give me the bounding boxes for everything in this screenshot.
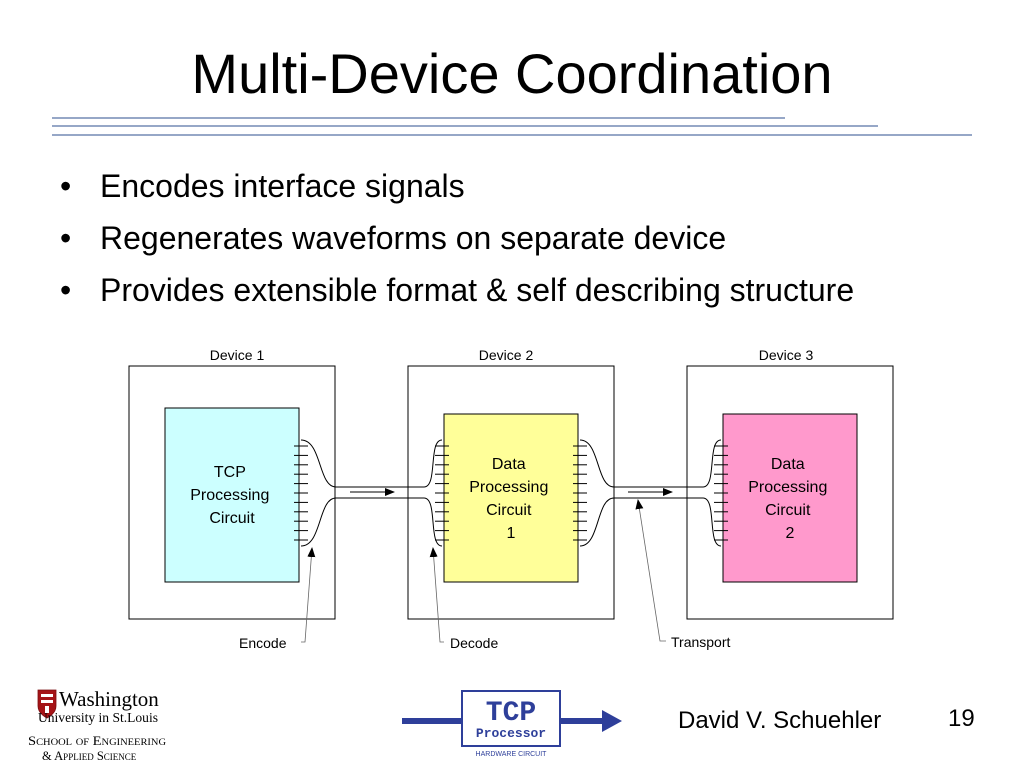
circuit-1-text: TCP Processing Circuit [190,464,274,527]
circuit-2-line: 1 [507,525,516,542]
encode-label: Encode [239,635,287,651]
page-number: 19 [948,705,975,732]
tcp-processor-logo: TCP Processor HARDWARE CIRCUIT [402,690,622,758]
crest-icon [37,689,57,719]
decode-leader [429,547,444,643]
circuit-2-line: Data [492,456,526,473]
university-logo: Washington University in St.Louis School… [28,687,167,763]
circuit-1-line: Processing [190,487,269,504]
circuit-3-line: Processing [748,479,827,496]
circuit-2-text: Data Processing Circuit 1 [469,456,553,542]
device-3-label: Device 3 [759,347,814,363]
logo-tcp-text: TCP [486,698,536,729]
logo-school: School of Engineering [28,734,167,748]
logo-university: University in St.Louis [38,710,158,725]
logo-box [461,690,561,747]
circuit-2-line: Circuit [486,502,532,519]
circuit-1-line: TCP [214,464,246,481]
bullet-list: • Encodes interface signals • Regenerates … [60,160,854,316]
bullet-item: • Provides extensible format & self descr… [60,264,854,316]
circuit-3-line: Circuit [765,502,811,519]
logo-washington: Washington [59,687,159,711]
bullet-item: • Encodes interface signals [60,160,854,212]
title-divider [52,117,972,136]
bullet-text: Regenerates waveforms on separate device [100,220,727,256]
logo-applied: & Applied Science [42,749,137,763]
device-diagram: Device 1 Device 2 Device 3 TCP Processin… [128,347,894,651]
slide-title: Multi-Device Coordination [191,42,833,105]
bullet-item: • Regenerates waveforms on separate devic… [60,212,854,264]
decode-label: Decode [450,635,498,651]
logo-caption: HARDWARE CIRCUIT [476,751,548,758]
circuit-2-line: Processing [469,479,548,496]
logo-arrow-head-icon [560,710,622,732]
data-processing-circuit-1 [443,413,579,583]
bullet-dot: • [60,168,72,204]
bullet-dot: • [60,220,72,256]
author-name: David V. Schuehler [678,707,882,734]
data-processing-circuit-2 [722,413,858,583]
bullet-text: Provides extensible format & self descri… [100,272,855,308]
tcp-processing-circuit [164,407,300,583]
pin-ticks [294,445,728,541]
encode-leader [301,547,316,643]
logo-processor-text: Processor [476,726,546,741]
transport-leader [635,499,666,642]
circuit-3-line: 2 [786,525,795,542]
transport-label: Transport [671,634,731,650]
bullet-text: Encodes interface signals [100,168,465,204]
circuit-3-text: Data Processing Circuit 2 [748,456,832,542]
signal-bundles [300,439,722,547]
circuit-1-line: Circuit [209,510,255,527]
device-2-label: Device 2 [479,347,534,363]
logo-arrow-icon [402,718,462,724]
device-1-label: Device 1 [210,347,265,363]
circuit-3-line: Data [771,456,805,473]
bullet-dot: • [60,272,72,308]
